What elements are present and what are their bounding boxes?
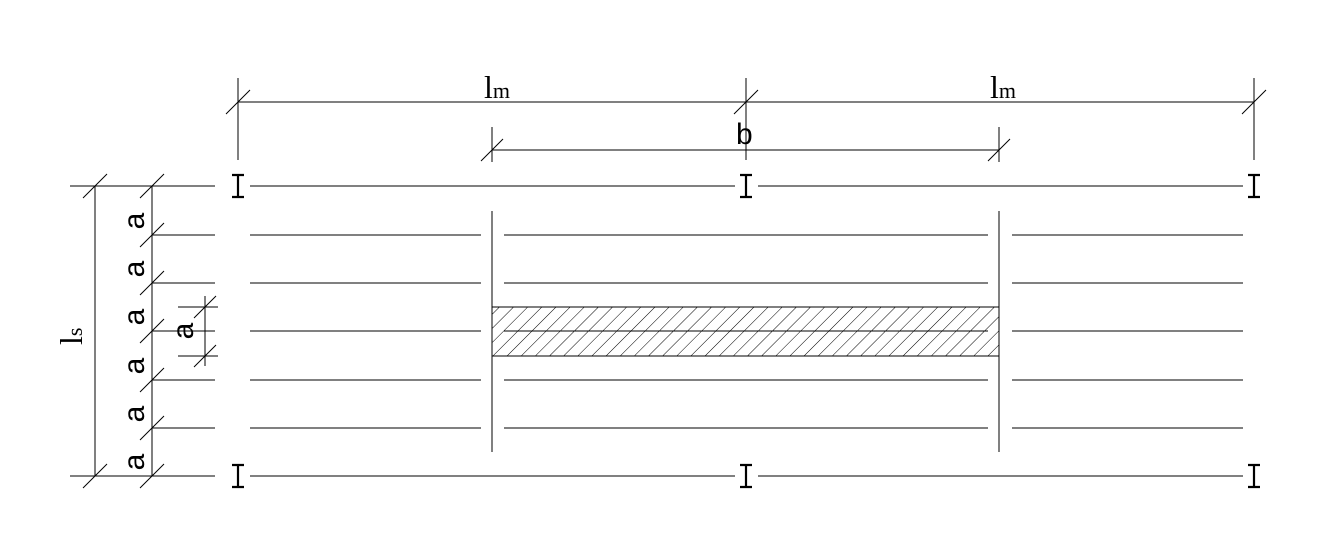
a-label: a — [118, 405, 151, 422]
ls-tick-top — [82, 173, 108, 199]
ls-label: ls — [53, 328, 89, 345]
dimension-ls: ls — [53, 173, 215, 489]
lm-tick-left — [225, 89, 251, 115]
a-tick — [139, 463, 165, 489]
column-bottom-right — [1248, 463, 1260, 489]
dimension-b: b — [480, 118, 1011, 162]
hatched-load-strip — [491, 306, 1000, 357]
column-top-right — [1248, 173, 1260, 199]
a-tick — [139, 270, 165, 296]
a-tick — [139, 415, 165, 441]
a-label: a — [118, 453, 151, 470]
a-label: a — [118, 212, 151, 229]
lm-label-left: lm — [484, 69, 510, 105]
lm-label-right: lm — [990, 69, 1016, 105]
b-tick-right — [987, 138, 1011, 162]
dimension-a-spacings: a a a a a a — [118, 173, 215, 489]
dimension-lm: lm lm — [225, 69, 1267, 160]
a-tick — [139, 222, 165, 248]
a-tick — [139, 173, 165, 199]
a-label: a — [118, 308, 151, 325]
column-top-left — [232, 173, 244, 199]
dimension-a-strip: a — [167, 295, 218, 368]
b-label: b — [736, 118, 753, 151]
ls-tick-bottom — [82, 463, 108, 489]
column-symbols — [232, 173, 1260, 489]
lm-tick-right — [1241, 89, 1267, 115]
a-strip-tick-top — [193, 295, 217, 319]
a-label: a — [118, 260, 151, 277]
column-bottom-mid — [740, 463, 752, 489]
a-tick — [139, 318, 165, 344]
lm-tick-mid — [733, 89, 759, 115]
column-top-mid — [740, 173, 752, 199]
a-tick — [139, 367, 165, 393]
column-bottom-left — [232, 463, 244, 489]
b-tick-left — [480, 138, 504, 162]
a-strip-label: a — [167, 322, 200, 339]
a-label: a — [118, 357, 151, 374]
a-strip-tick-bottom — [193, 344, 217, 368]
